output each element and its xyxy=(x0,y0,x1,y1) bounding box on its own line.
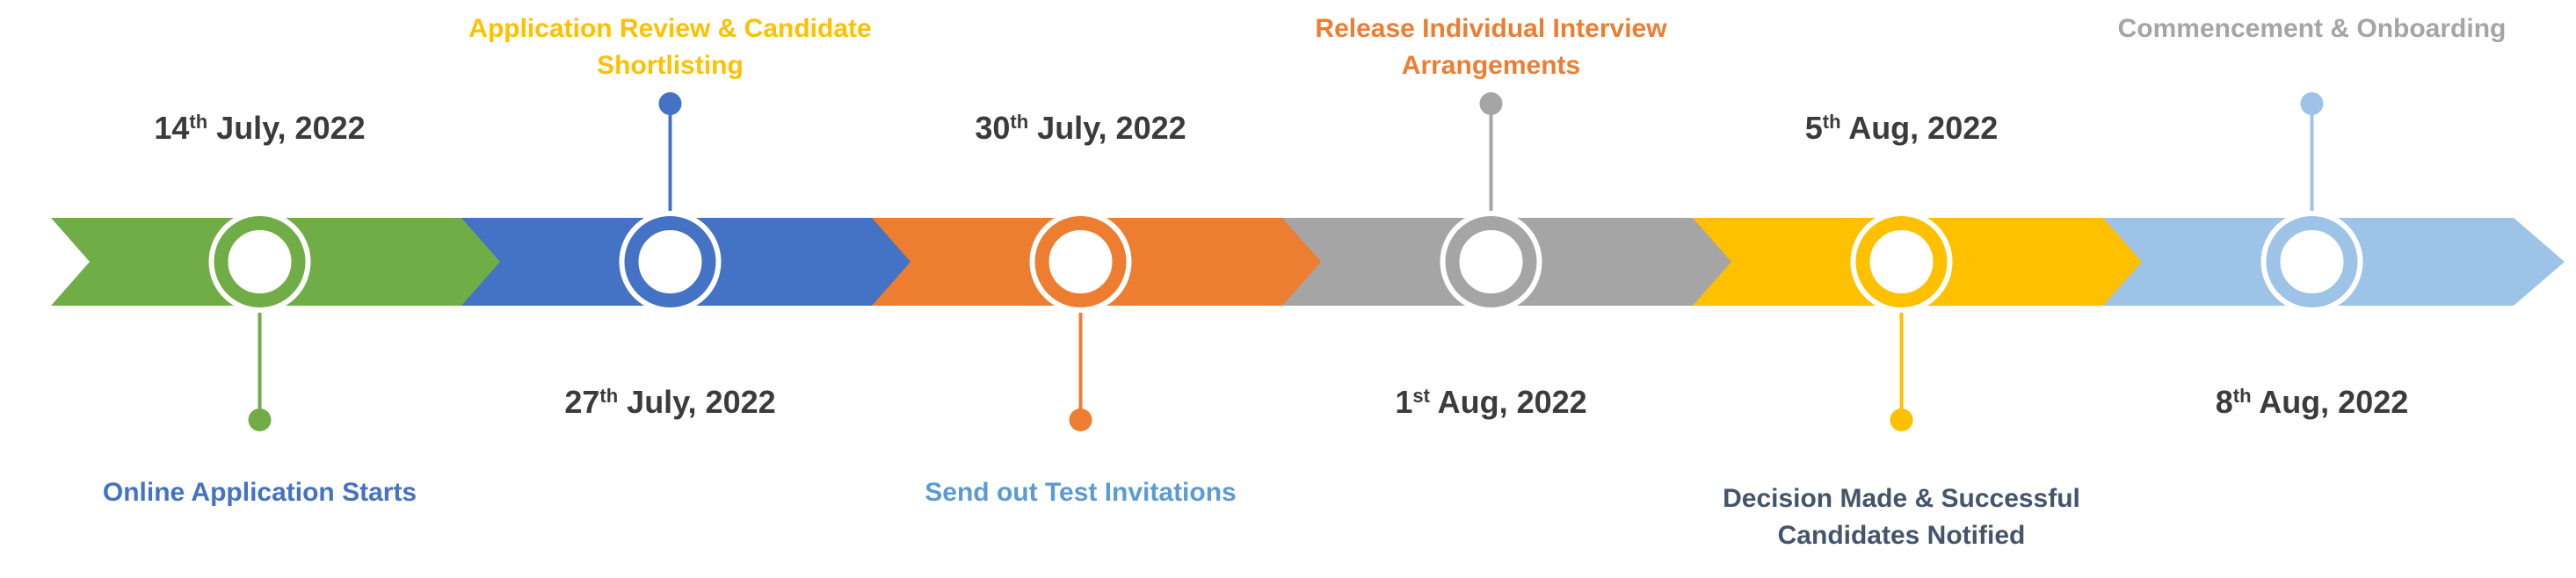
milestone-ring-4 xyxy=(1445,216,1537,307)
milestone-date-day: 5 xyxy=(1805,110,1823,146)
milestone-date-day: 14 xyxy=(154,110,189,146)
milestone-label-line: Release Individual Interview xyxy=(1315,14,1667,43)
milestone-date-rest: July, 2022 xyxy=(1028,110,1186,146)
milestone-label-line: Decision Made & Successful xyxy=(1723,484,2080,513)
milestone-date-rest: July, 2022 xyxy=(618,384,775,420)
milestone-date-5: 5th Aug, 2022 xyxy=(1805,110,1999,146)
milestone-date-day: 27 xyxy=(564,384,599,420)
timeline-chevron-band xyxy=(51,218,2565,306)
milestone-date-suffix: th xyxy=(189,111,207,133)
milestone-dot-4 xyxy=(1479,92,1503,115)
milestone-date-day: 30 xyxy=(975,110,1010,146)
milestone-date-suffix: th xyxy=(599,385,618,407)
milestone-dot-1 xyxy=(248,408,272,431)
milestone-date-2: 27th July, 2022 xyxy=(564,384,775,420)
milestone-date-4: 1st Aug, 2022 xyxy=(1395,384,1586,420)
milestone-date-day: 8 xyxy=(2216,384,2233,420)
milestone-label-3: Send out Test Invitations xyxy=(925,478,1236,507)
milestone-dot-2 xyxy=(658,92,682,115)
milestone-ring-1 xyxy=(214,216,306,307)
milestone-dot-6 xyxy=(2300,92,2324,115)
milestone-label-line: Send out Test Invitations xyxy=(925,478,1236,507)
milestone-date-day: 1 xyxy=(1395,384,1412,420)
milestone-date-suffix: th xyxy=(1010,111,1028,133)
milestone-date-rest: Aug, 2022 xyxy=(1841,110,1999,146)
milestone-label-line: Online Application Starts xyxy=(103,478,417,507)
milestone-date-6: 8th Aug, 2022 xyxy=(2216,384,2409,420)
milestone-ring-5 xyxy=(1855,216,1948,307)
milestone-date-suffix: th xyxy=(1823,111,1841,133)
milestone-date-3: 30th July, 2022 xyxy=(975,110,1186,146)
milestone-label-line: Commencement & Onboarding xyxy=(2118,14,2507,43)
milestone-label-6: Commencement & Onboarding xyxy=(2118,14,2507,43)
milestone-date-suffix: th xyxy=(2233,385,2252,407)
milestone-label-line: Arrangements xyxy=(1402,51,1580,80)
timeline-markers xyxy=(208,92,2363,431)
milestone-label-line: Candidates Notified xyxy=(1778,521,2026,550)
milestone-date-rest: Aug, 2022 xyxy=(2252,384,2409,420)
milestone-ring-6 xyxy=(2266,216,2358,307)
milestone-dot-3 xyxy=(1069,408,1092,431)
milestone-dot-5 xyxy=(1890,408,1913,431)
milestone-date-1: 14th July, 2022 xyxy=(154,110,365,146)
milestone-label-1: Online Application Starts xyxy=(103,478,417,507)
milestone-date-rest: July, 2022 xyxy=(207,110,365,146)
milestone-label-line: Shortlisting xyxy=(597,51,744,80)
milestone-ring-2 xyxy=(624,216,716,307)
milestone-date-suffix: st xyxy=(1412,385,1430,407)
milestone-label-line: Application Review & Candidate xyxy=(468,14,871,43)
milestone-ring-3 xyxy=(1034,216,1127,307)
milestone-date-rest: Aug, 2022 xyxy=(1430,384,1587,420)
